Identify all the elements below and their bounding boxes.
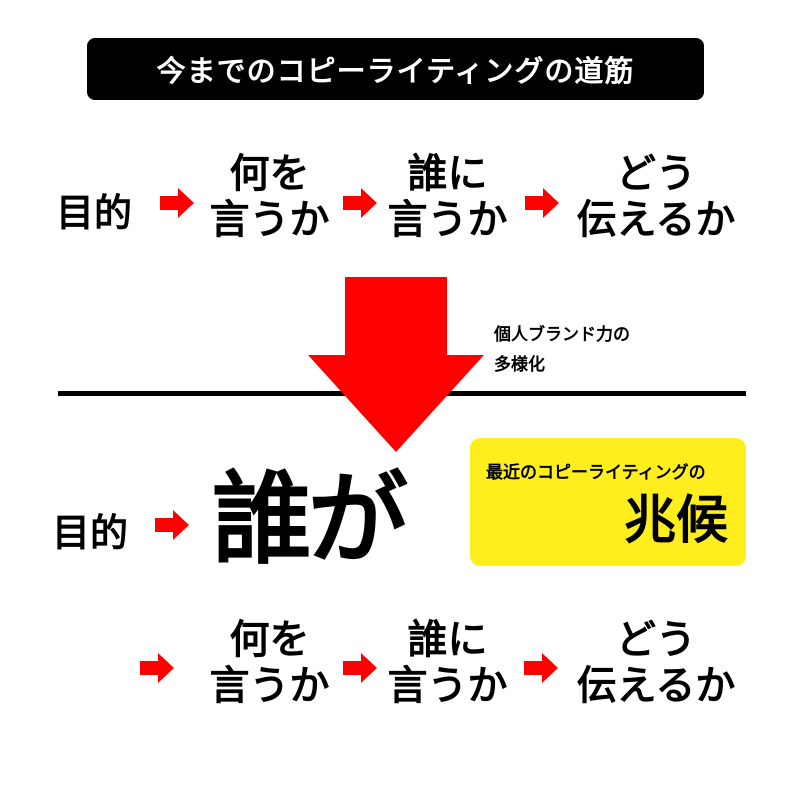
old-step-whom-line2: 言うか — [387, 197, 508, 243]
new-flow-purpose: 目的 — [52, 511, 129, 555]
arrow-right-icon — [525, 188, 559, 218]
old-step-how-line2: 伝えるか — [576, 197, 736, 243]
brand-note-line1: 個人ブランド力の — [494, 325, 630, 345]
old-step-what-line1: 何を — [229, 151, 310, 197]
who-emphasis: 誰が — [212, 461, 408, 578]
arrow-right-icon — [343, 653, 377, 683]
arrow-right-icon — [160, 188, 194, 218]
new-step-what-line1: 何を — [229, 617, 310, 663]
new-step-how: どう 伝えるか — [566, 617, 746, 709]
old-step-whom-line1: 誰に — [407, 151, 488, 197]
trend-box: 最近のコピーライティングの 兆候 — [470, 438, 746, 566]
old-step-what-line2: 言うか — [209, 197, 330, 243]
title-text: 今までのコピーライティングの道筋 — [156, 54, 635, 88]
arrow-right-icon — [343, 188, 377, 218]
trend-box-heading: 兆候 — [623, 491, 728, 551]
arrow-down-icon — [308, 277, 484, 452]
brand-note-line2: 多様化 — [494, 355, 545, 375]
new-step-whom: 誰に 言うか — [380, 617, 515, 709]
trend-box-caption: 最近のコピーライティングの — [486, 463, 706, 483]
old-step-how: どう 伝えるか — [566, 151, 746, 243]
old-step-how-line1: どう — [616, 151, 696, 197]
title-bar: 今までのコピーライティングの道筋 — [87, 38, 704, 100]
new-step-whom-line2: 言うか — [387, 663, 508, 709]
new-step-what-line2: 言うか — [209, 663, 330, 709]
old-step-what: 何を 言うか — [202, 151, 337, 243]
new-step-whom-line1: 誰に — [407, 617, 488, 663]
new-step-how-line1: どう — [616, 617, 696, 663]
old-step-whom: 誰に 言うか — [380, 151, 515, 243]
arrow-right-icon — [155, 510, 189, 540]
brand-note: 個人ブランド力の 多様化 — [494, 320, 630, 380]
new-step-how-line2: 伝えるか — [576, 663, 736, 709]
arrow-right-icon — [140, 653, 174, 683]
arrow-right-icon — [524, 653, 558, 683]
old-flow-purpose: 目的 — [56, 191, 133, 235]
new-step-what: 何を 言うか — [202, 617, 337, 709]
